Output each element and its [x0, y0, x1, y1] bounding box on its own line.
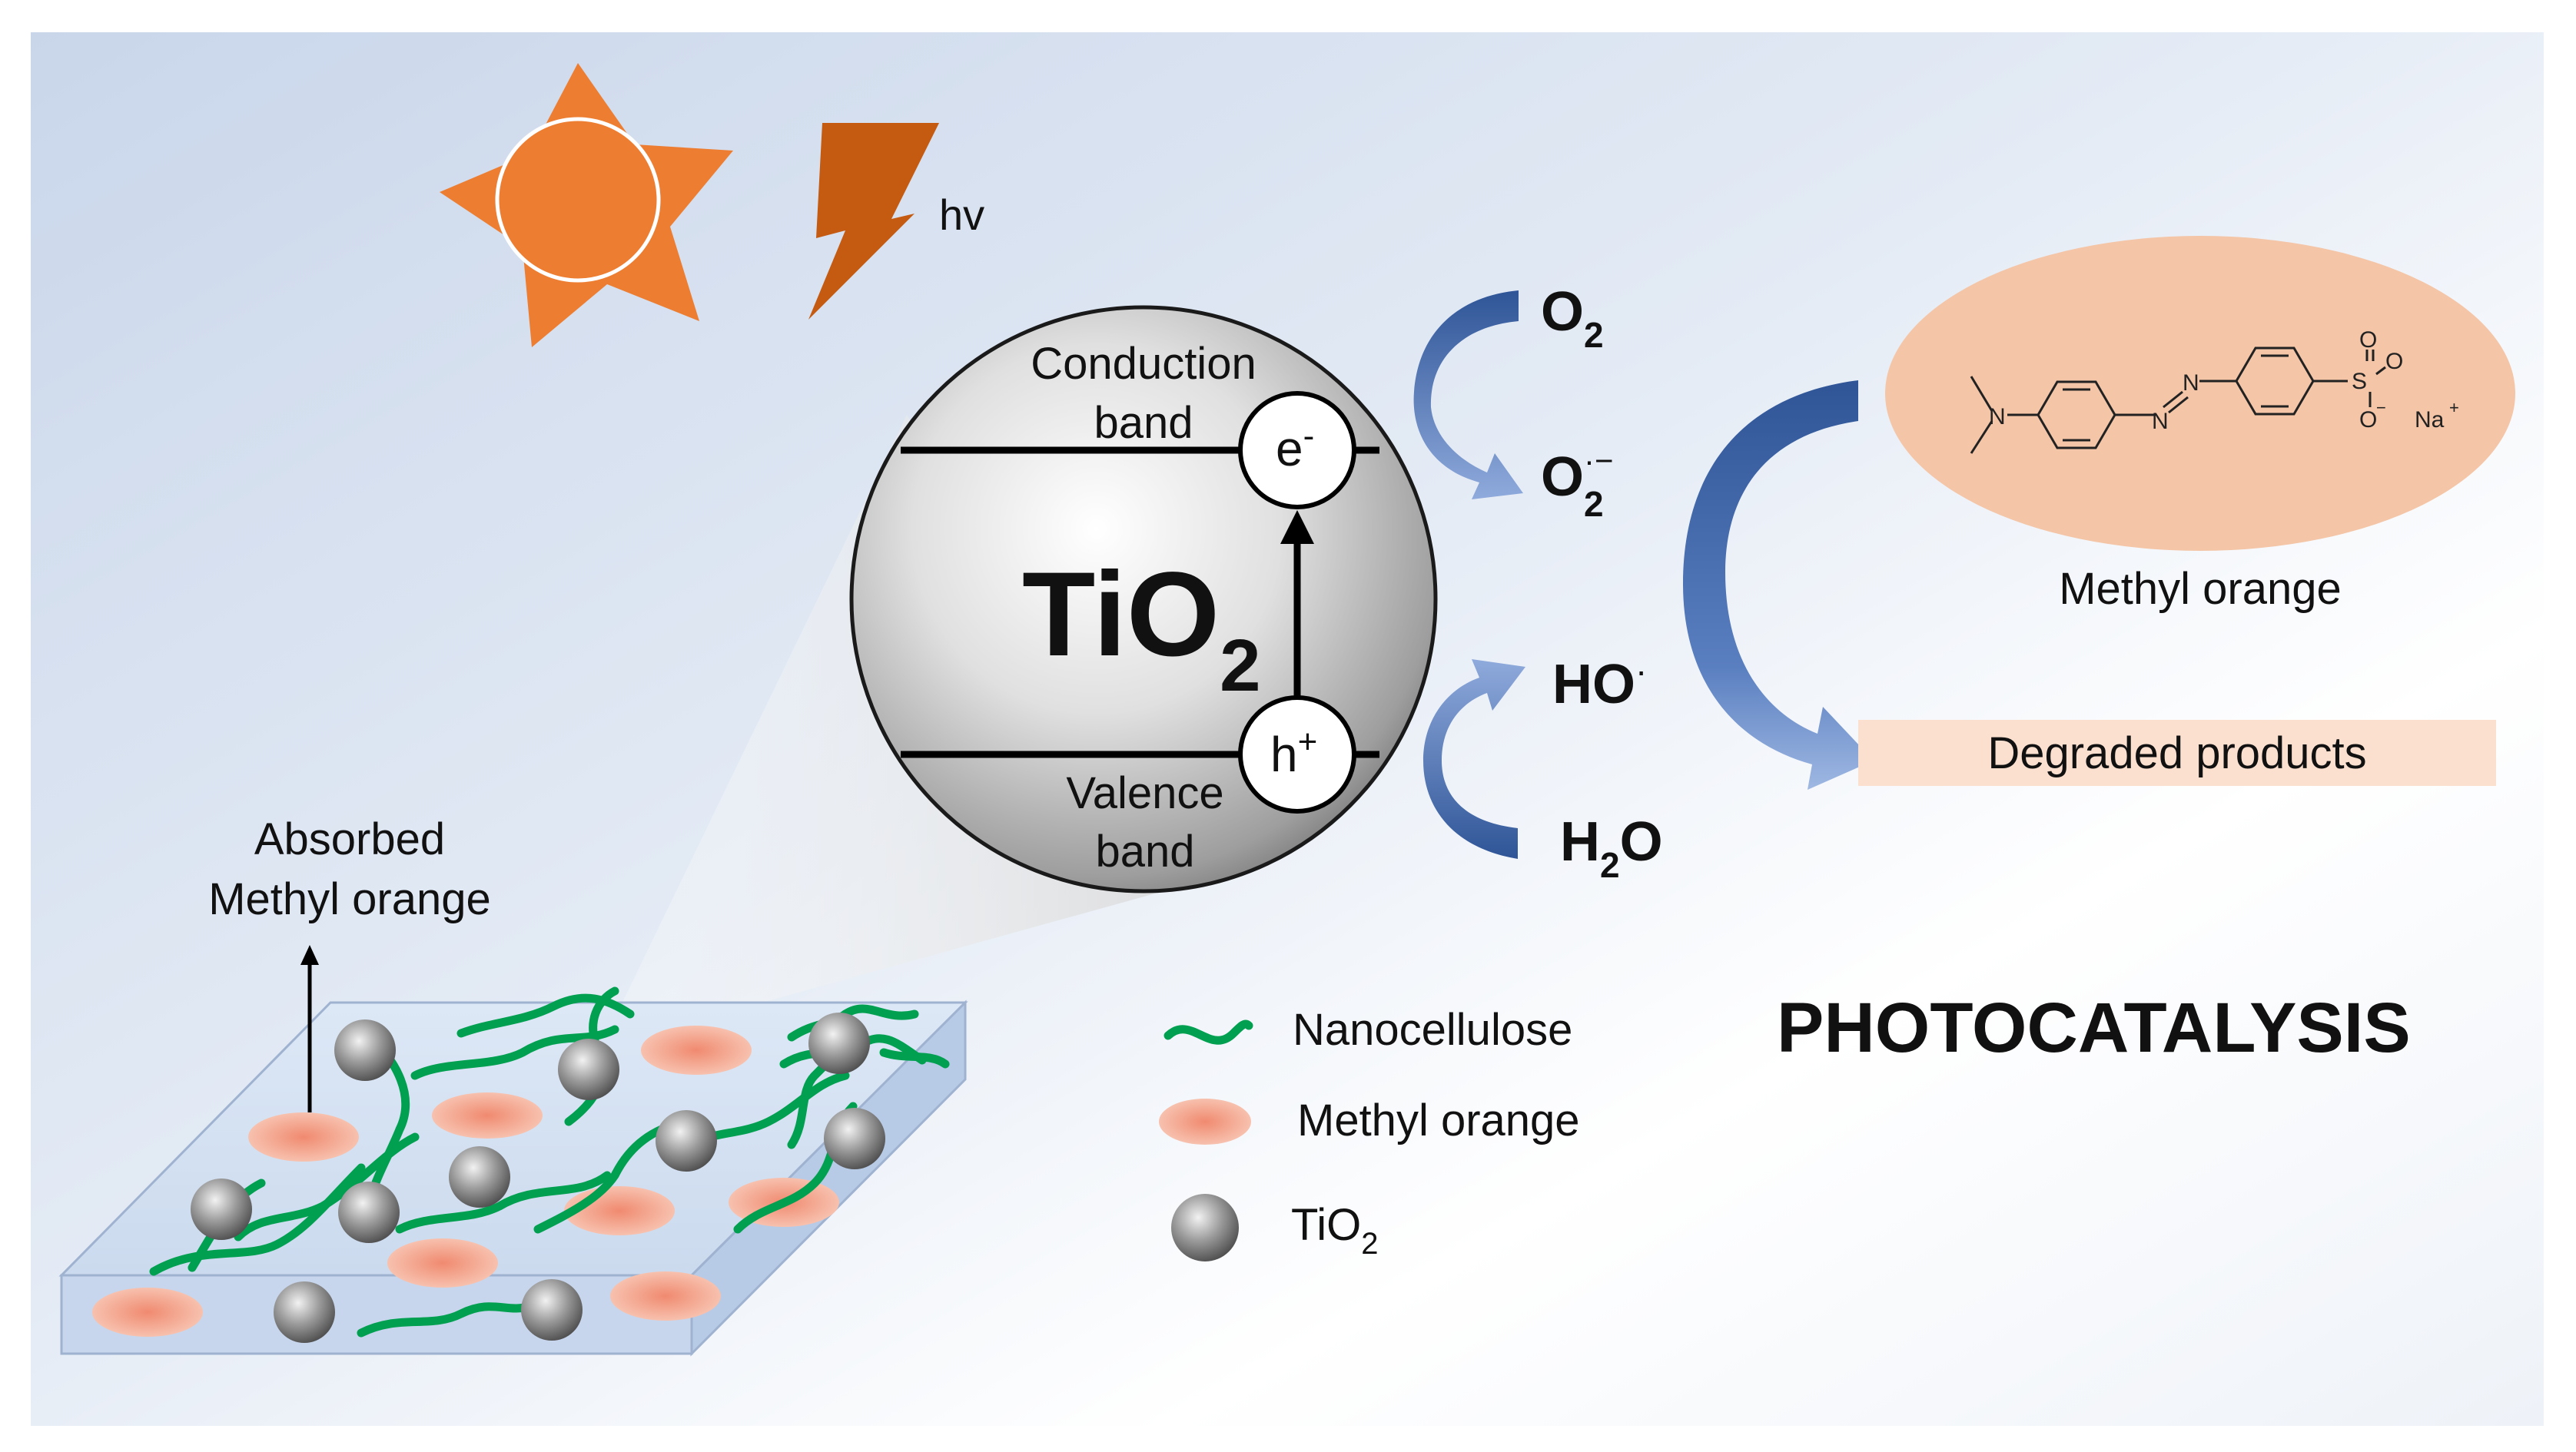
tio2-formula-main: TiO	[1022, 548, 1220, 681]
superoxide-symbol: O	[1541, 446, 1585, 508]
oxygen-label: O2	[1541, 281, 1604, 353]
hydroxyl-label: HO·	[1552, 653, 1647, 715]
degraded-products-box	[1858, 720, 2496, 786]
superoxide-sup: ·−	[1584, 443, 1614, 479]
water-sub: 2	[1600, 845, 1620, 885]
legend-tio2-symbol	[1171, 1194, 1239, 1261]
legend-methyl-orange-symbol	[1159, 1099, 1251, 1145]
legend-tio2-sub: 2	[1361, 1227, 1379, 1261]
film-tio2-particles	[191, 1013, 885, 1343]
conduction-band-label-line1: Conduction	[1031, 339, 1256, 389]
lightning-bolt-icon	[808, 123, 939, 320]
absorbed-label-line1: Absorbed	[254, 814, 446, 864]
degraded-products-label: Degraded products	[1987, 728, 2367, 778]
svg-text:O: O	[2359, 327, 2377, 353]
hv-label: hv	[939, 191, 985, 239]
legend-nanocellulose-symbol	[1164, 1019, 1253, 1045]
electron-label: e-	[1276, 419, 1314, 476]
hole-charge: +	[1297, 723, 1318, 761]
legend-tio2-label: TiO2	[1291, 1200, 1379, 1260]
sun-icon	[440, 63, 733, 347]
svg-text:−: −	[2376, 398, 2386, 417]
hydroxyl-symbol: HO	[1552, 654, 1635, 715]
water-o: O	[1619, 811, 1663, 873]
svg-text:N: N	[2183, 370, 2199, 396]
water-h: H	[1560, 811, 1600, 873]
electron-symbol: e	[1276, 421, 1303, 476]
hole-symbol: h	[1270, 727, 1298, 782]
svg-text:O: O	[2359, 407, 2377, 433]
legend-tio2-main: TiO	[1291, 1200, 1362, 1250]
legend-nanocellulose-label: Nanocellulose	[1293, 1005, 1573, 1055]
valence-band-label-line2: band	[1095, 827, 1195, 877]
water-label: H2O	[1560, 811, 1663, 883]
svg-text:+: +	[2449, 398, 2459, 417]
superoxide-label: O·− 2	[1541, 445, 1615, 522]
oxygen-reduction-arrow	[1413, 290, 1523, 499]
methyl-orange-name: Methyl orange	[2059, 564, 2342, 614]
svg-text:N: N	[2152, 409, 2169, 434]
svg-text:Na: Na	[2415, 407, 2445, 433]
methyl-orange-atom-labels: N N N S O O O − Na +	[1989, 327, 2459, 434]
degradation-arrow	[1683, 380, 1874, 790]
absorbed-arrow	[300, 945, 319, 1112]
valence-band-label-line1: Valence	[1066, 768, 1224, 818]
oxygen-sub: 2	[1584, 315, 1604, 355]
photocatalysis-title: PHOTOCATALYSIS	[1777, 989, 2411, 1067]
svg-text:O: O	[2385, 349, 2403, 374]
svg-text:N: N	[1989, 404, 2006, 429]
tio2-formula: TiO2	[1022, 555, 1261, 703]
methyl-orange-ellipse	[1885, 236, 2515, 551]
methyl-orange-structure	[1970, 346, 2386, 454]
electron-charge: -	[1303, 417, 1315, 455]
conduction-band-label-line2: band	[1094, 398, 1193, 448]
legend-methyl-orange-label: Methyl orange	[1297, 1096, 1580, 1145]
hole-circle	[1238, 695, 1356, 814]
hydroxyl-sup: ·	[1635, 651, 1648, 691]
electron-circle	[1238, 391, 1356, 509]
oxygen-symbol: O	[1541, 281, 1585, 343]
absorbed-label-line2: Methyl orange	[208, 874, 491, 924]
water-oxidation-arrow	[1423, 659, 1525, 859]
superoxide-sub: 2	[1584, 484, 1604, 524]
tio2-formula-sub: 2	[1220, 625, 1261, 707]
hole-label: h+	[1270, 725, 1317, 782]
excitation-arrow	[1280, 510, 1314, 711]
svg-text:S: S	[2352, 369, 2367, 394]
